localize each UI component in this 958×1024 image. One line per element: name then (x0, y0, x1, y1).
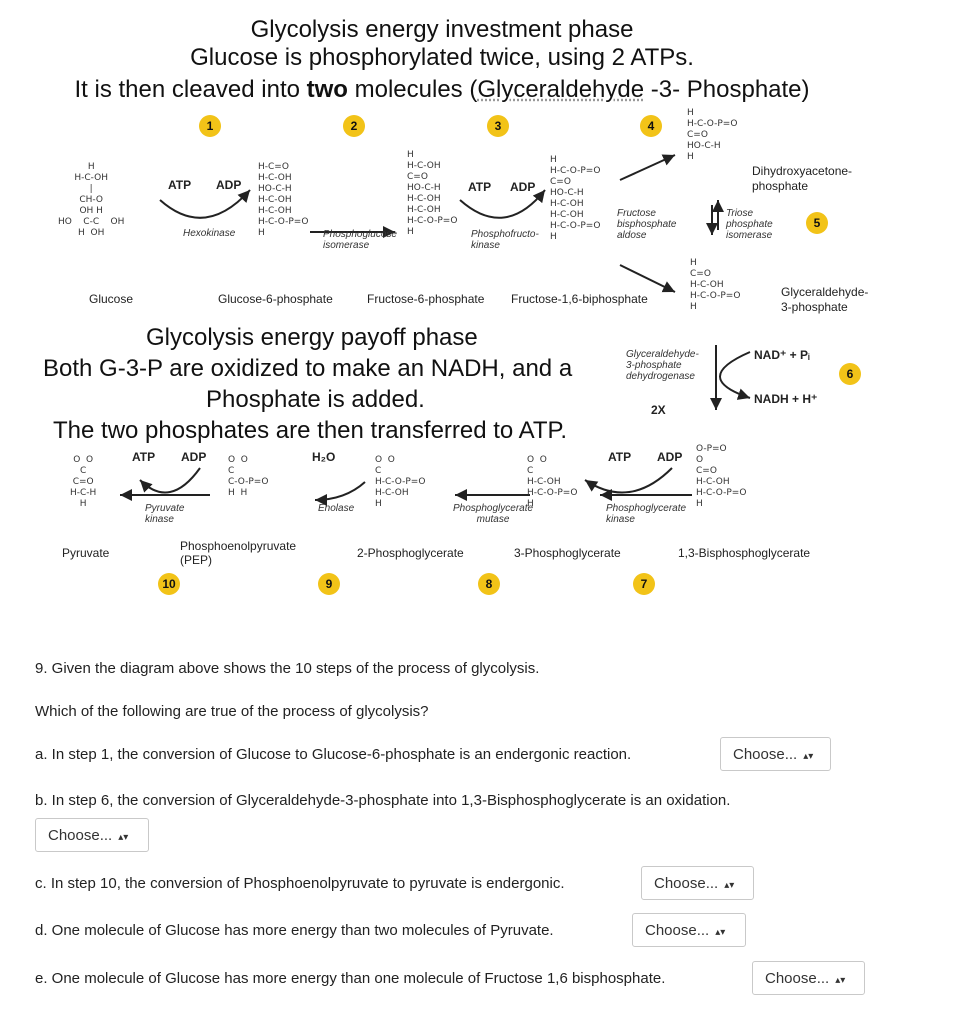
f16bp-structure: H H-C-O-P=O C=O HO-C-H H-C-OH H-C-OH H-C… (550, 155, 601, 242)
step9-arrow (314, 481, 366, 506)
pyruvate-label: Pyruvate (62, 546, 110, 560)
pk-label: Pyruvate kinase (145, 503, 185, 525)
option-c-text: c. In step 10, the conversion of Phospho… (35, 875, 565, 892)
step4-arrow-down (619, 264, 676, 293)
step4-arrow-up (619, 154, 676, 181)
gapdh-label: Glyceraldehyde- 3-phosphate dehydrogenas… (626, 349, 699, 382)
option-b-select-value: Choose... (48, 827, 113, 844)
dhap-label: Dihydroxyacetone- phosphate (752, 164, 853, 193)
chevron-updown-icon: ▴▾ (835, 975, 846, 986)
payoff-heading-line4: The two phosphates are then transferred … (53, 417, 568, 444)
enolase-label: Enolase (318, 503, 355, 514)
g6p-structure: H-C=O H-C-OH HO-C-H H-C-OH H-C-OH H-C-O-… (258, 162, 309, 238)
step-badge-2: 2 (343, 115, 365, 137)
investment-heading-line1: Glycolysis energy investment phase (250, 16, 634, 43)
pfk-label: Phosphofructo- kinase (471, 229, 539, 251)
option-b-select[interactable]: Choose... ▴▾ (35, 818, 149, 852)
step10-arrow (139, 467, 201, 494)
investment-heading-line2: Glucose is phosphorylated twice, using 2… (190, 44, 694, 71)
option-d-select[interactable]: Choose... ▴▾ (632, 913, 746, 947)
adp-label-step3: ADP (510, 180, 536, 194)
step-badge-8: 8 (478, 573, 500, 595)
step7-arrow (584, 467, 673, 494)
step-badge-7: 7 (633, 573, 655, 595)
heading-text: -3- Phosphate) (644, 76, 810, 103)
option-c-select-value: Choose... (654, 875, 719, 892)
option-a-select[interactable]: Choose... ▴▾ (720, 737, 831, 771)
option-e-select[interactable]: Choose... ▴▾ (752, 961, 865, 995)
glyceraldehyde-link[interactable]: Glyceraldehyde (477, 76, 645, 103)
step1-arrow (159, 189, 251, 219)
f6p-label: Fructose-6-phosphate (367, 292, 485, 306)
heading-bold: two (306, 76, 348, 103)
question-prompt: Which of the following are true of the p… (35, 703, 429, 720)
payoff-heading-line2: Both G-3-P are oxidized to make an NADH,… (43, 355, 573, 382)
option-d-text: d. One molecule of Glucose has more ener… (35, 922, 554, 939)
pgi-label: Phosphoglucose isomerase (323, 229, 397, 251)
step-badge-10: 10 (158, 573, 180, 595)
f6p-structure: H H-C-OH C=O HO-C-H H-C-OH H-C-OH H-C-O-… (407, 150, 458, 237)
option-a-select-value: Choose... (733, 746, 798, 763)
nadh-label: NADH + H⁺ (754, 392, 818, 406)
adp-label-step7: ADP (657, 450, 683, 464)
nad-label: NAD⁺ + Pᵢ (754, 348, 810, 362)
adp-label-step1: ADP (216, 178, 242, 192)
chevron-updown-icon: ▴▾ (803, 751, 814, 762)
pg3-label: 3-Phosphoglycerate (514, 546, 621, 560)
bpg-label: 1,3-Bisphosphoglycerate (678, 546, 811, 560)
option-e-select-value: Choose... (765, 970, 830, 987)
heading-text: It is then cleaved into (74, 76, 307, 103)
h2o-label: H₂O (312, 450, 336, 464)
g3p-structure: H C=O H-C-OH H-C-O-P=O H (690, 258, 741, 312)
f16bp-label: Fructose-1,6-biphosphate (511, 292, 648, 306)
question-intro: 9. Given the diagram above shows the 10 … (35, 660, 540, 677)
option-c-select[interactable]: Choose... ▴▾ (641, 866, 754, 900)
pgm-label: Phosphoglycerate mutase (453, 503, 534, 525)
payoff-heading-line3: Phosphate is added. (206, 386, 425, 413)
payoff-heading-line1: Glycolysis energy payoff phase (146, 324, 478, 351)
dhap-structure: H H-C-O-P=O C=O HO-C-H H (687, 108, 738, 162)
bpg-structure: O-P=O O C=O H-C-OH H-C-O-P=O H (696, 444, 747, 509)
chevron-updown-icon: ▴▾ (118, 832, 129, 843)
atp-label-step3: ATP (468, 180, 492, 194)
pep-structure: O O C C-O-P=O H H (228, 455, 269, 498)
glucose-structure: H H-C-OH | CH-O OH H HO C-C OH H OH (58, 162, 125, 238)
pg3-structure: O O C H-C-OH H-C-O-P=O H (527, 455, 578, 509)
atp-label-step1: ATP (168, 178, 192, 192)
step-badge-1: 1 (199, 115, 221, 137)
times-two-label: 2X (651, 403, 666, 417)
step-badge-3: 3 (487, 115, 509, 137)
chevron-updown-icon: ▴▾ (724, 880, 735, 891)
heading-text: molecules ( (347, 76, 478, 103)
aldolase-label: Fructose bisphosphate aldose (617, 208, 677, 241)
step-badge-9: 9 (318, 573, 340, 595)
atp-label-step7: ATP (608, 450, 632, 464)
pyruvate-structure: O O C C=O H-C-H H (70, 455, 97, 509)
step-badge-4: 4 (640, 115, 662, 137)
investment-heading-line3: It is then cleaved into two molecules (G… (0, 76, 884, 104)
option-e-text: e. One molecule of Glucose has more ener… (35, 970, 666, 987)
tpi-label: Triose phosphate isomerase (726, 208, 773, 241)
pep-label: Phosphoenolpyruvate (PEP) (180, 539, 297, 567)
g3p-label: Glyceraldehyde- 3-phosphate (781, 285, 869, 314)
glucose-label: Glucose (89, 292, 134, 306)
step3-arrow (459, 189, 546, 219)
chevron-updown-icon: ▴▾ (715, 927, 726, 938)
adp-label-step10: ADP (181, 450, 207, 464)
step6-curve (719, 351, 751, 400)
pg2-structure: O O C H-C-O-P=O H-C-OH H (375, 455, 426, 509)
hexokinase-label: Hexokinase (183, 228, 236, 239)
option-d-select-value: Choose... (645, 922, 710, 939)
option-b-text: b. In step 6, the conversion of Glyceral… (35, 792, 731, 809)
atp-label-step10: ATP (132, 450, 156, 464)
step-badge-5: 5 (806, 212, 828, 234)
pathway-arrows (120, 154, 751, 506)
pg2-label: 2-Phosphoglycerate (357, 546, 464, 560)
step-badge-6: 6 (839, 363, 861, 385)
pgk-label: Phosphoglycerate kinase (606, 503, 687, 525)
g6p-label: Glucose-6-phosphate (218, 292, 333, 306)
option-a-text: a. In step 1, the conversion of Glucose … (35, 746, 632, 763)
